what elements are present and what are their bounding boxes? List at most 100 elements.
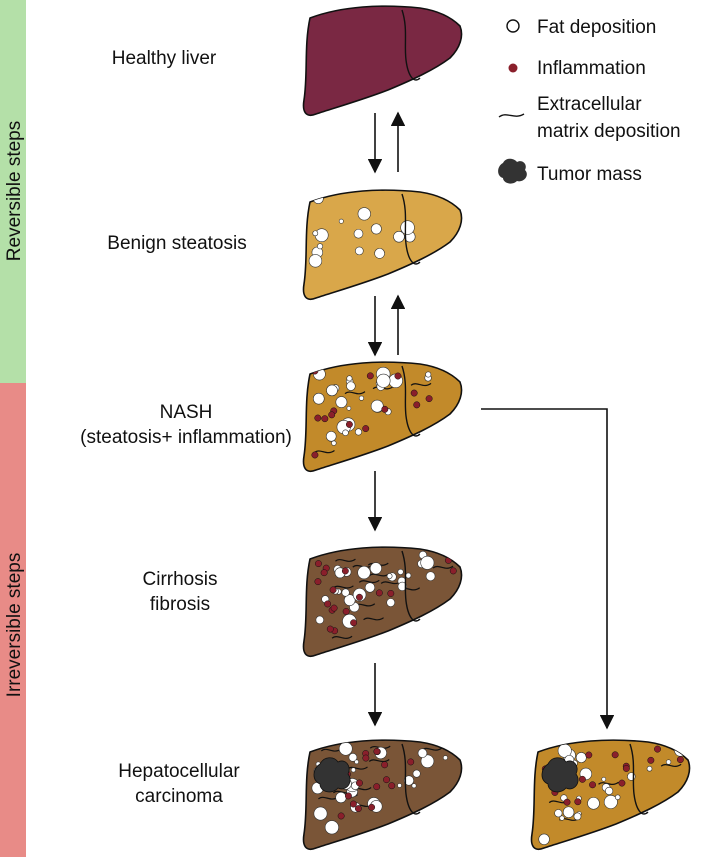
fat-droplet [313, 806, 328, 821]
matrix-fiber [314, 450, 335, 454]
fat-droplet [370, 223, 382, 235]
fat-droplet [335, 396, 348, 409]
fat-droplet [417, 748, 428, 758]
fat-droplet [317, 243, 324, 250]
fat-droplet [346, 406, 352, 411]
inflammation-dot [337, 812, 345, 820]
fat-droplet [614, 794, 621, 800]
inflammation-icon [508, 63, 518, 73]
inflammation-dot [330, 604, 338, 612]
inflammation-dot [373, 748, 381, 755]
fat-droplet [346, 375, 353, 382]
inflammation-dot [381, 761, 389, 769]
fat-droplet [554, 809, 563, 818]
inflammation-dot [345, 421, 353, 428]
inflammation-dot [449, 567, 457, 575]
fat-droplet [341, 588, 350, 597]
fat-droplet [353, 228, 364, 239]
liver-nash [302, 361, 463, 473]
fat-droplet [442, 755, 448, 761]
fat-droplet [374, 248, 385, 259]
lobe-line [401, 365, 421, 437]
fat-droplet [342, 429, 349, 436]
stage-label-line: Hepatocellular [118, 761, 240, 782]
inflammation-dot [349, 800, 357, 808]
fat-droplet [412, 769, 421, 778]
liver-hcc-from-nash [530, 739, 691, 851]
inflammation-dot [324, 600, 332, 608]
legend-label-tumor: Tumor mass [537, 164, 642, 185]
liver-body [302, 5, 463, 117]
matrix-fiber [410, 382, 432, 387]
lobe-line [401, 550, 421, 622]
fat-droplet [325, 431, 337, 442]
inflammation-dot [329, 586, 337, 594]
fat-icon [506, 19, 520, 33]
fat-droplet [354, 759, 359, 765]
inflammation-dot [676, 756, 684, 764]
stage-label-line: Cirrhosis [143, 569, 218, 590]
fat-droplet [420, 754, 435, 768]
fat-droplet [397, 581, 407, 592]
legend-label-inflammation: Inflammation [537, 58, 646, 79]
stage-label-steatosis: Benign steatosis [107, 233, 246, 254]
inflammation-dot [326, 625, 334, 633]
fat-droplet [357, 207, 371, 221]
fat-droplet [355, 246, 364, 256]
legend-label-matrix-1: Extracellular [537, 94, 642, 115]
fat-droplet [335, 791, 347, 804]
fat-droplet [354, 428, 363, 436]
inflammation-dot [342, 608, 350, 615]
inflammation-dot [585, 751, 593, 759]
inflammation-dot [394, 372, 402, 380]
matrix-fiber [358, 579, 380, 584]
irreversible-bar [0, 383, 26, 857]
fat-droplet [562, 806, 575, 818]
inflammation-dot [574, 798, 582, 806]
fat-droplet [605, 786, 614, 796]
inflammation-dot [355, 779, 363, 787]
legend-label-matrix-2: matrix deposition [537, 121, 681, 142]
liver-illustrations [302, 5, 691, 851]
inflammation-dot [320, 569, 328, 577]
liver-steatosis [302, 189, 463, 301]
inflammation-dot [589, 781, 596, 789]
fat-droplet [358, 395, 365, 401]
inflammation-dot [362, 425, 370, 433]
fat-droplet [350, 767, 356, 773]
inflammation-dot [578, 775, 586, 783]
fat-droplet [346, 381, 356, 391]
matrix-fiber [335, 558, 356, 562]
stage-label-line: Benign steatosis [107, 233, 246, 254]
fat-droplet [646, 765, 653, 772]
inflammation-dot [356, 593, 363, 601]
inflammation-dot [425, 395, 433, 403]
inflammation-dot [341, 567, 349, 575]
fat-droplet [425, 371, 432, 378]
arrow-nash-to-hcc [481, 408, 615, 730]
fat-droplet [538, 833, 550, 845]
fat-droplet [420, 555, 435, 570]
tumor-mass [313, 757, 351, 793]
matrix-icon [498, 113, 525, 118]
stage-label-line: NASH [160, 402, 213, 423]
inflammation-dot [622, 765, 630, 772]
reversible-bar [0, 0, 26, 383]
fat-droplet [338, 218, 344, 224]
inflammation-dot [375, 589, 383, 597]
inflammation-dot [362, 754, 370, 762]
fat-droplet [575, 752, 587, 763]
matrix-fiber [432, 565, 454, 569]
inflammation-dot [381, 405, 389, 413]
inflammation-dot [647, 756, 655, 764]
lobe-line [401, 193, 421, 265]
liver-hcc [302, 739, 463, 851]
fat-droplet [364, 582, 376, 593]
fat-droplet [376, 373, 391, 388]
lobe-line [401, 743, 421, 815]
fat-droplet [587, 797, 600, 810]
fat-droplet [357, 565, 371, 580]
inflammation-dot [315, 560, 322, 568]
